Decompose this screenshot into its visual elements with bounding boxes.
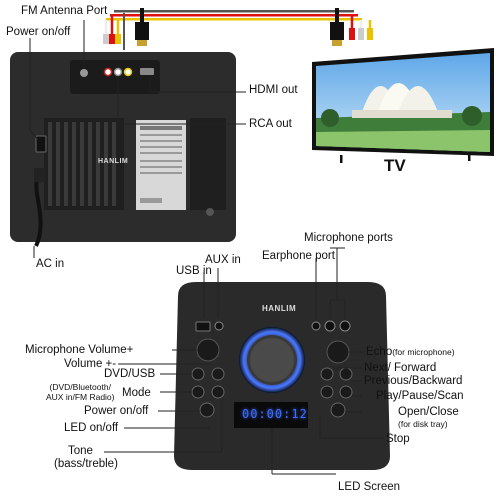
- tone-button: [211, 385, 225, 399]
- volume-button: [211, 367, 225, 381]
- label-echo: Echo(for microphone): [366, 346, 455, 358]
- label-stop: Stop: [386, 433, 410, 445]
- label-open-close: Open/Close: [398, 406, 459, 418]
- mic-volume-knob: [196, 338, 220, 362]
- rca-jack-red: [103, 67, 113, 77]
- tv: [312, 48, 494, 163]
- leader-lines: [29, 20, 384, 475]
- label-open-close-detail: (for disk tray): [398, 419, 448, 429]
- prev-button: [339, 367, 353, 381]
- label-earphone-port: Earphone port: [262, 250, 335, 262]
- cables: [103, 8, 373, 50]
- power-button: [199, 402, 215, 418]
- label-aux-in: AUX in: [205, 254, 241, 266]
- label-tone-detail: (bass/treble): [54, 458, 118, 470]
- label-mode-detail: (DVD/Bluetooth/ AUX in/FM Radio): [46, 382, 115, 402]
- label-next: Next/ Forward: [364, 362, 437, 374]
- fm-antenna-port: [80, 69, 88, 77]
- open-close-button: [330, 402, 346, 418]
- label-dvd-usb: DVD/USB: [104, 368, 156, 380]
- aux-port: [214, 321, 224, 331]
- rca-jack-white: [113, 67, 123, 77]
- label-ac-in: AC in: [36, 258, 65, 270]
- mic-port-2: [339, 320, 351, 332]
- earphone-port: [311, 321, 321, 331]
- back-brand: HANLIM: [98, 158, 129, 165]
- label-front-power: Power on/off: [84, 405, 149, 417]
- label-mic-volume: Microphone Volume+: [25, 344, 134, 356]
- mic-port-1: [324, 320, 336, 332]
- led-screen: [234, 402, 308, 428]
- stop-button: [339, 385, 353, 399]
- echo-knob: [326, 340, 350, 364]
- usb-port: [195, 321, 211, 332]
- next-button: [320, 367, 334, 381]
- label-tone: Tone: [68, 445, 93, 457]
- back-panel: [10, 52, 236, 247]
- label-back-power: Power on/off: [6, 26, 71, 38]
- label-led-screen: LED Screen: [338, 481, 401, 493]
- mode-button: [191, 385, 205, 399]
- label-volume: Volume +-: [64, 358, 117, 370]
- rating-sticker: [136, 120, 186, 210]
- label-usb-in: USB in: [176, 265, 212, 277]
- label-fm-antenna: FM Antenna Port: [21, 5, 108, 17]
- label-hdmi-out: HDMI out: [249, 84, 298, 96]
- front-panel: [174, 282, 390, 470]
- power-switch: [35, 135, 47, 153]
- label-mic-ports: Microphone ports: [304, 232, 393, 244]
- tv-label: TV: [384, 156, 406, 175]
- label-rca-out: RCA out: [249, 118, 292, 130]
- play-button: [320, 385, 334, 399]
- label-led-toggle: LED on/off: [64, 422, 119, 434]
- hdmi-port: [140, 68, 154, 75]
- front-brand: HANLIM: [262, 304, 297, 313]
- rca-jack-yellow: [123, 67, 133, 77]
- label-previous: Previous/Backward: [364, 375, 463, 387]
- led-display: 00:00:12: [242, 407, 308, 421]
- label-mode: Mode: [122, 387, 151, 399]
- label-play: Play/Pause/Scan: [376, 390, 464, 402]
- dvd-usb-button: [191, 367, 205, 381]
